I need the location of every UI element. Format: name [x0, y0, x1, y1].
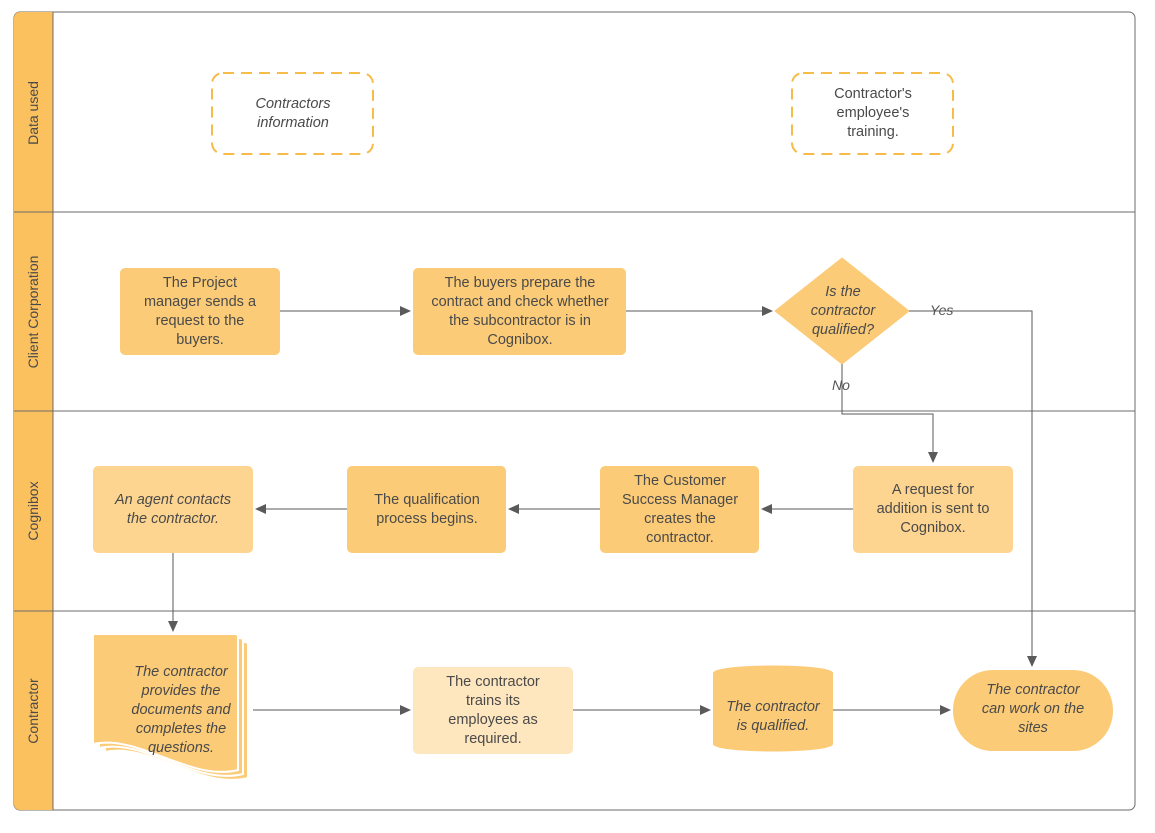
buyers-prepare-box — [413, 268, 626, 355]
edge-label-no: No — [832, 377, 850, 393]
edge-decision-yes — [909, 310, 1037, 667]
csm-creates-box — [600, 466, 759, 553]
employee-training-box — [791, 72, 954, 155]
can-work-text: The contractor can work on the sites — [981, 681, 1085, 736]
qualification-begins-box — [347, 466, 506, 553]
employee-training-text: Contractor's employee's training. — [834, 86, 912, 140]
contractors-info-box — [211, 72, 374, 155]
csm-creates-text: The Customer Success Manager creates the… — [621, 472, 739, 546]
lane-label-data-used: Data used — [25, 81, 41, 145]
documents-shape-front — [92, 633, 239, 773]
pm-request-box — [120, 268, 280, 355]
request-addition-text: A request for addition is sent to Cognib… — [876, 482, 990, 536]
lane-label-client-corporation: Client Corporation — [25, 255, 41, 369]
lane-label-contractor: Contractor — [25, 678, 41, 744]
trains-employees-text: The contractor trains its employees as r… — [446, 673, 540, 747]
edge-decision-no — [841, 364, 938, 463]
buyers-prepare-text: The buyers prepare the contract and chec… — [431, 274, 609, 348]
agent-contacts-text: An agent contacts the contractor. — [114, 491, 232, 527]
provides-docs-text: The contractor provides the documents an… — [131, 664, 231, 756]
pm-request-text: The Project manager sends a request to t… — [143, 274, 257, 348]
lane-label-cognibox: Cognibox — [25, 481, 41, 541]
decision-text: Is the contractor qualified? — [810, 283, 876, 338]
request-addition-box — [853, 466, 1013, 553]
agent-contacts-box — [93, 466, 253, 553]
trains-employees-box — [413, 667, 573, 754]
edge-label-yes: Yes — [930, 302, 954, 318]
contractors-info-text: Contractors information — [255, 95, 331, 131]
qualification-begins-text: The qualification process begins. — [374, 491, 480, 527]
qualified-result-text: The contractor is qualified. — [726, 699, 820, 734]
qualified-cylinder — [713, 665, 833, 752]
can-work-terminal — [953, 670, 1113, 751]
